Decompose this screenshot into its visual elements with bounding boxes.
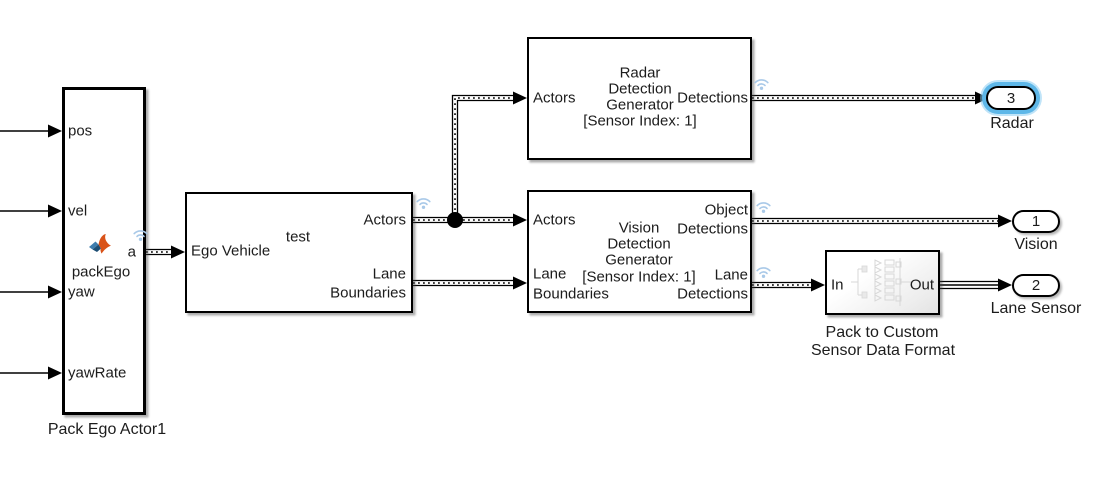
bus-wire-lane-detections[interactable] [752, 278, 825, 292]
radar-detection-generator-block[interactable] [527, 37, 752, 160]
bus-wire-a-to-ego-vehicle[interactable] [146, 245, 185, 259]
bus-wire-object-detections[interactable] [752, 214, 1012, 228]
bus-wire-actors-branch-to-radar[interactable] [451, 91, 528, 221]
vision-out-lane-label-2: Detections [677, 285, 748, 303]
radar-title-4: [Sensor Index: 1] [583, 112, 697, 130]
outport-1-vision[interactable]: 1 [1012, 210, 1060, 233]
vision-title-3: Generator [605, 251, 673, 269]
outport-3-radar[interactable]: 3 [986, 86, 1036, 110]
wireless-icon-radar-detections[interactable] [753, 77, 770, 95]
bus-wire-actors-to-vision[interactable] [413, 213, 527, 227]
radar-title-1: Radar [619, 64, 661, 82]
outport-3-label: Radar [990, 115, 1034, 132]
input-wire-vel[interactable] [0, 204, 62, 218]
outport-1-number: 1 [1031, 213, 1041, 230]
pack-in-label: In [831, 276, 844, 294]
function-name-label: packEgo [71, 263, 131, 281]
input-wire-pos[interactable] [0, 124, 62, 138]
outport-2-number: 2 [1031, 277, 1041, 294]
input-wire-yawrate[interactable] [0, 366, 62, 380]
pack-ego-actor-block[interactable] [62, 87, 146, 415]
radar-in-actors-label: Actors [533, 89, 576, 107]
wireless-icon-object-detections[interactable] [755, 200, 772, 218]
outport-2-lane-sensor[interactable]: 2 [1012, 274, 1060, 297]
branch-point[interactable] [447, 212, 463, 228]
vision-out-object-label-2: Detections [677, 220, 748, 238]
pack-to-custom-block[interactable] [825, 250, 940, 315]
wireless-icon-ego-actors[interactable] [415, 196, 432, 214]
port-label-vel: vel [68, 202, 88, 220]
port-label-yaw: yaw [68, 283, 95, 301]
vision-title-4: [Sensor Index: 1] [582, 268, 696, 286]
matlab-function-icon [89, 234, 111, 254]
annotation-test[interactable]: test [285, 228, 311, 246]
outport-2-label: Lane Sensor [990, 300, 1082, 317]
vision-out-lane-label-1: Lane [714, 266, 748, 284]
outport-1-label: Vision [1014, 236, 1058, 253]
vision-in-actors-label: Actors [533, 211, 576, 229]
radar-title-2: Detection [608, 80, 672, 98]
input-wire-yaw[interactable] [0, 285, 62, 299]
ego-vehicle-block[interactable] [185, 192, 413, 313]
port-label-yawrate: yawRate [68, 364, 127, 382]
radar-out-detections-label: Detections [677, 89, 748, 107]
pack-to-custom-title-2: Sensor Data Format [810, 342, 956, 359]
vision-title-1: Vision [618, 219, 660, 237]
pack-block-preview [851, 258, 912, 306]
port-label-a: a [127, 243, 136, 261]
port-label-pos: pos [68, 122, 93, 140]
ego-out-lane-label-1: Lane [372, 265, 406, 283]
vision-out-object-label-1: Object [704, 201, 748, 219]
vision-detection-generator-block[interactable] [527, 190, 752, 313]
ego-vehicle-name-label: Ego Vehicle [191, 242, 271, 260]
wireless-icon-a[interactable] [132, 228, 149, 246]
bus-wire-lane-boundaries[interactable] [413, 276, 527, 290]
pack-to-custom-title-1: Pack to Custom [825, 324, 939, 341]
wireless-icon-lane-detections[interactable] [755, 265, 772, 283]
bus-wire-radar-detections[interactable] [752, 91, 989, 105]
vision-title-2: Detection [607, 235, 671, 253]
pack-ego-actor-title: Pack Ego Actor1 [47, 421, 167, 438]
vision-in-lane-label-2: Boundaries [533, 285, 609, 303]
vision-in-lane-label-1: Lane [533, 265, 567, 283]
bus-wire-pack-out[interactable] [940, 278, 1012, 292]
radar-title-3: Generator [606, 96, 674, 114]
ego-out-actors-label: Actors [363, 211, 406, 229]
outport-3-number: 3 [1006, 89, 1016, 107]
pack-out-label: Out [909, 276, 934, 294]
ego-out-lane-label-2: Boundaries [330, 284, 406, 302]
